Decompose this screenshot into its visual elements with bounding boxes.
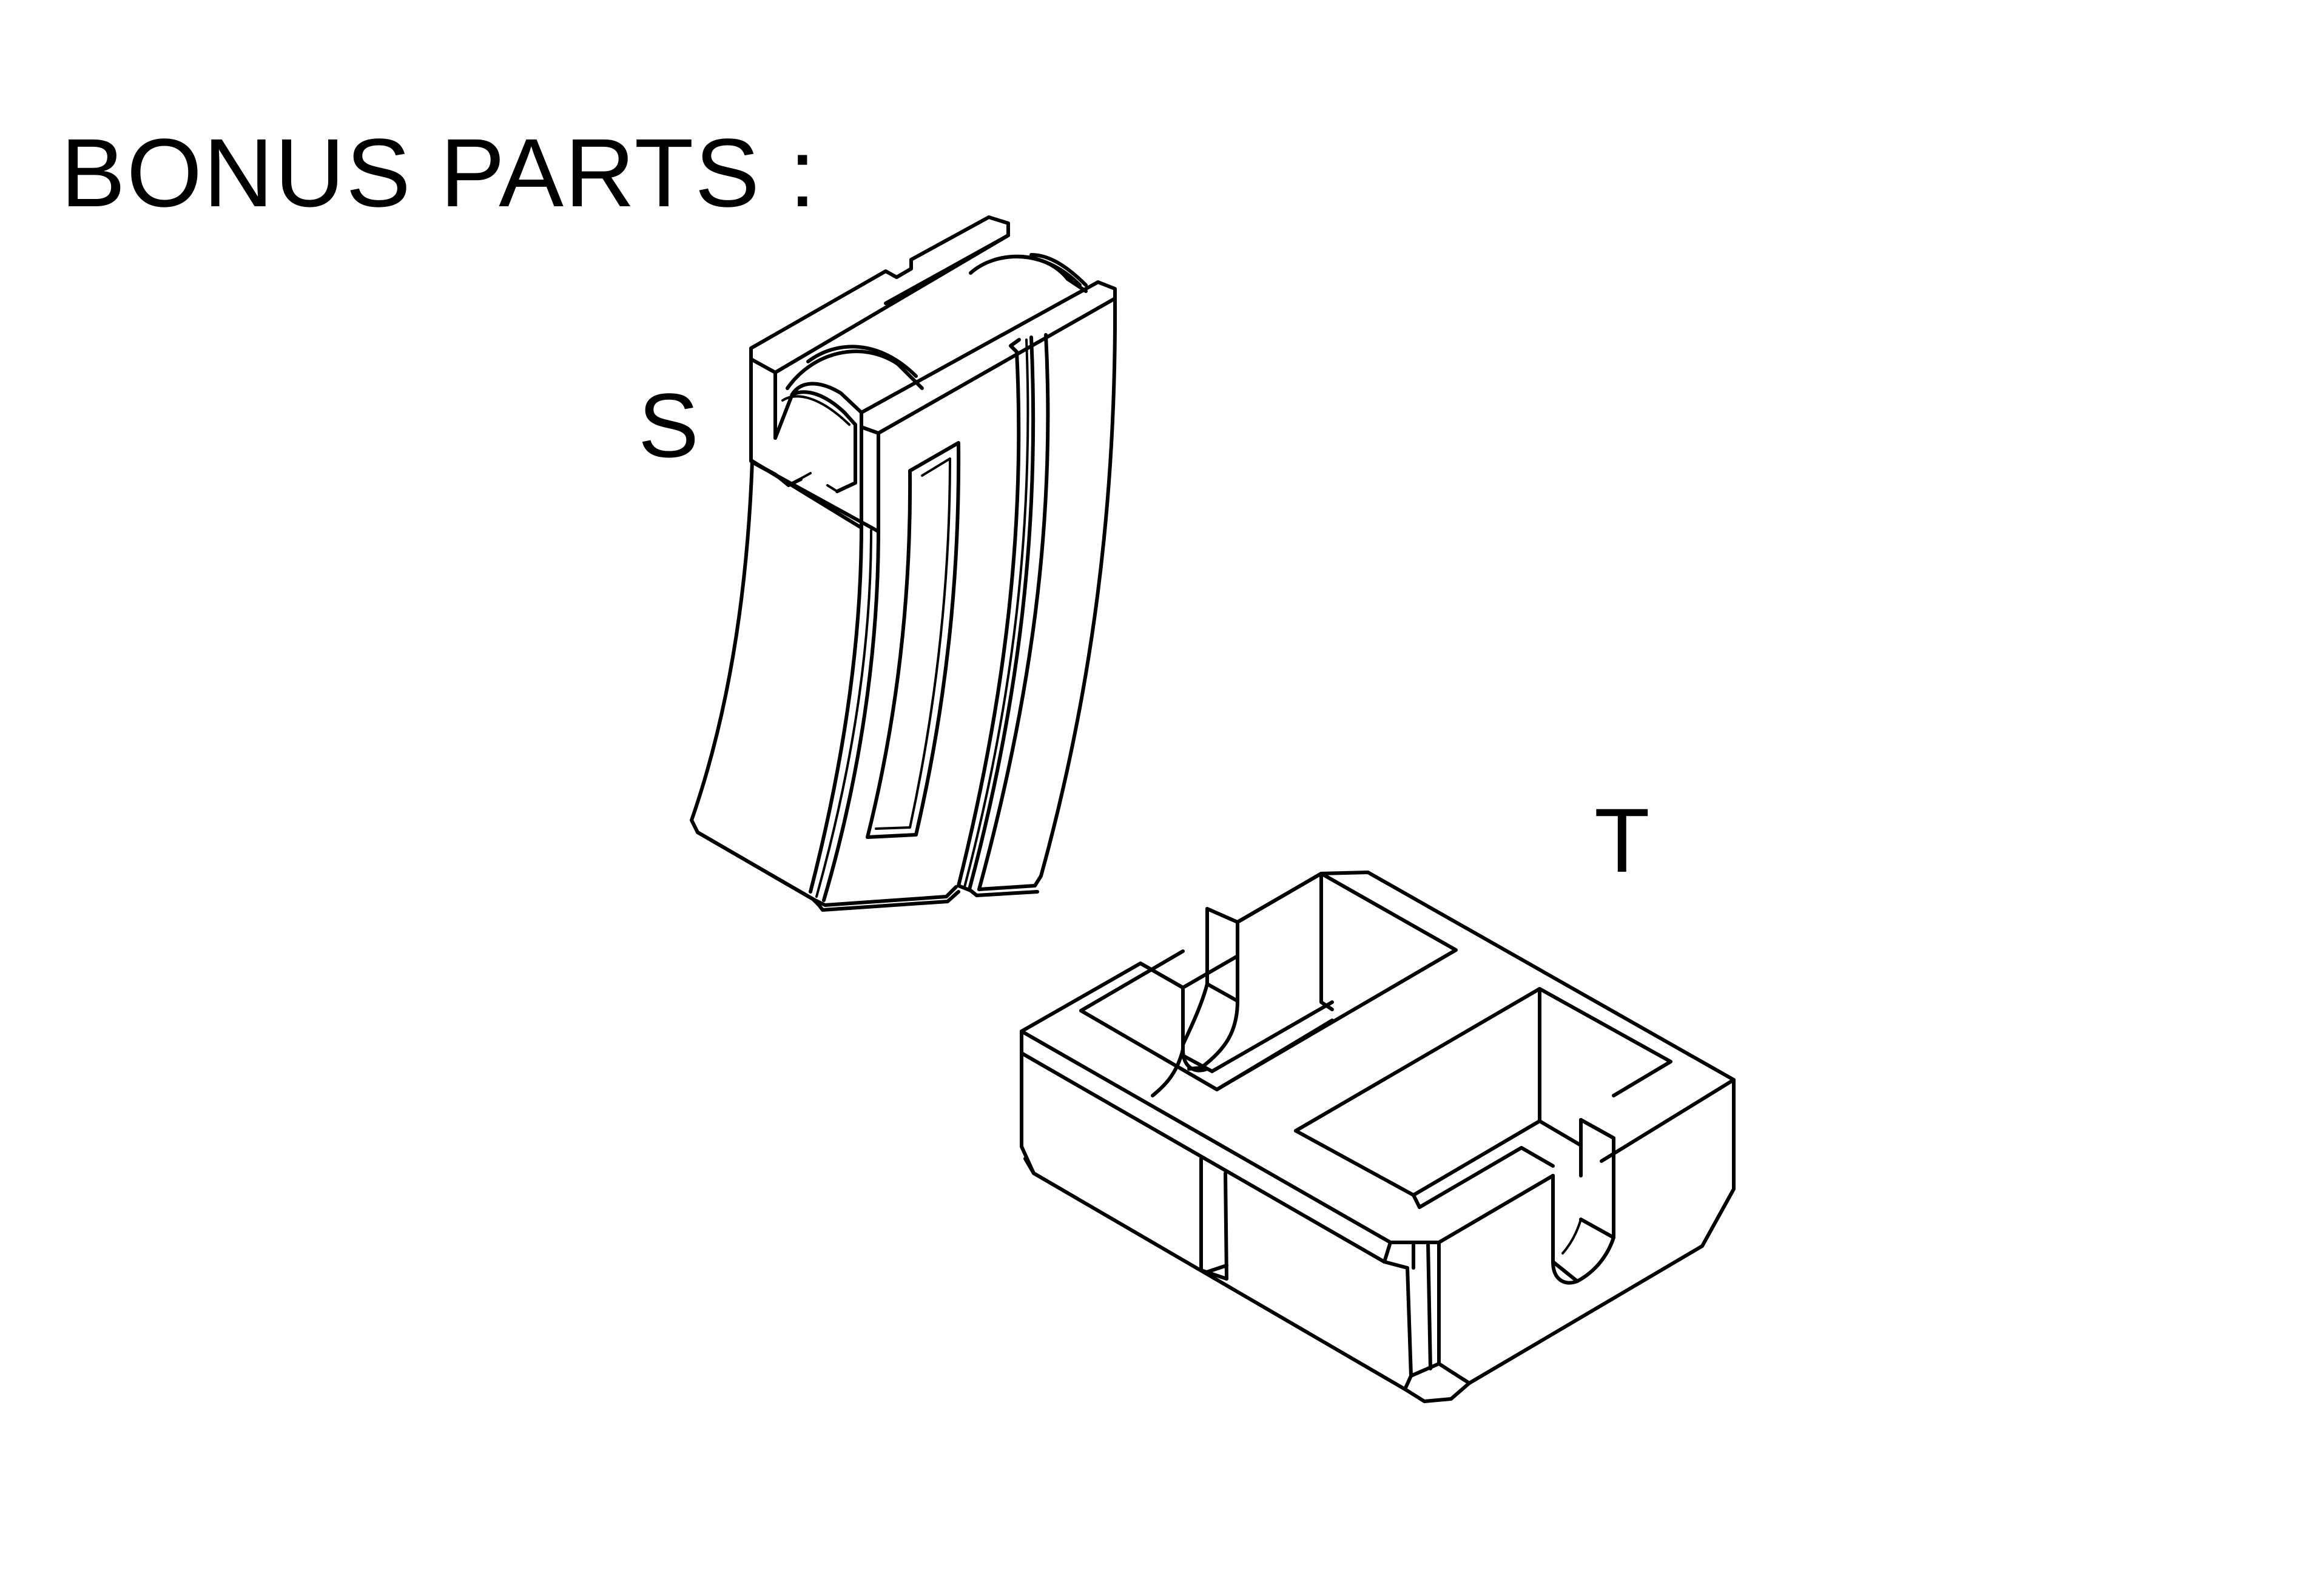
part-label-s: S: [638, 374, 699, 476]
block-part-icon: [1020, 871, 1736, 1403]
magazine-part-icon: [690, 215, 1117, 912]
part-label-t: T: [1594, 789, 1650, 891]
page-title: BONUS PARTS :: [61, 118, 818, 227]
